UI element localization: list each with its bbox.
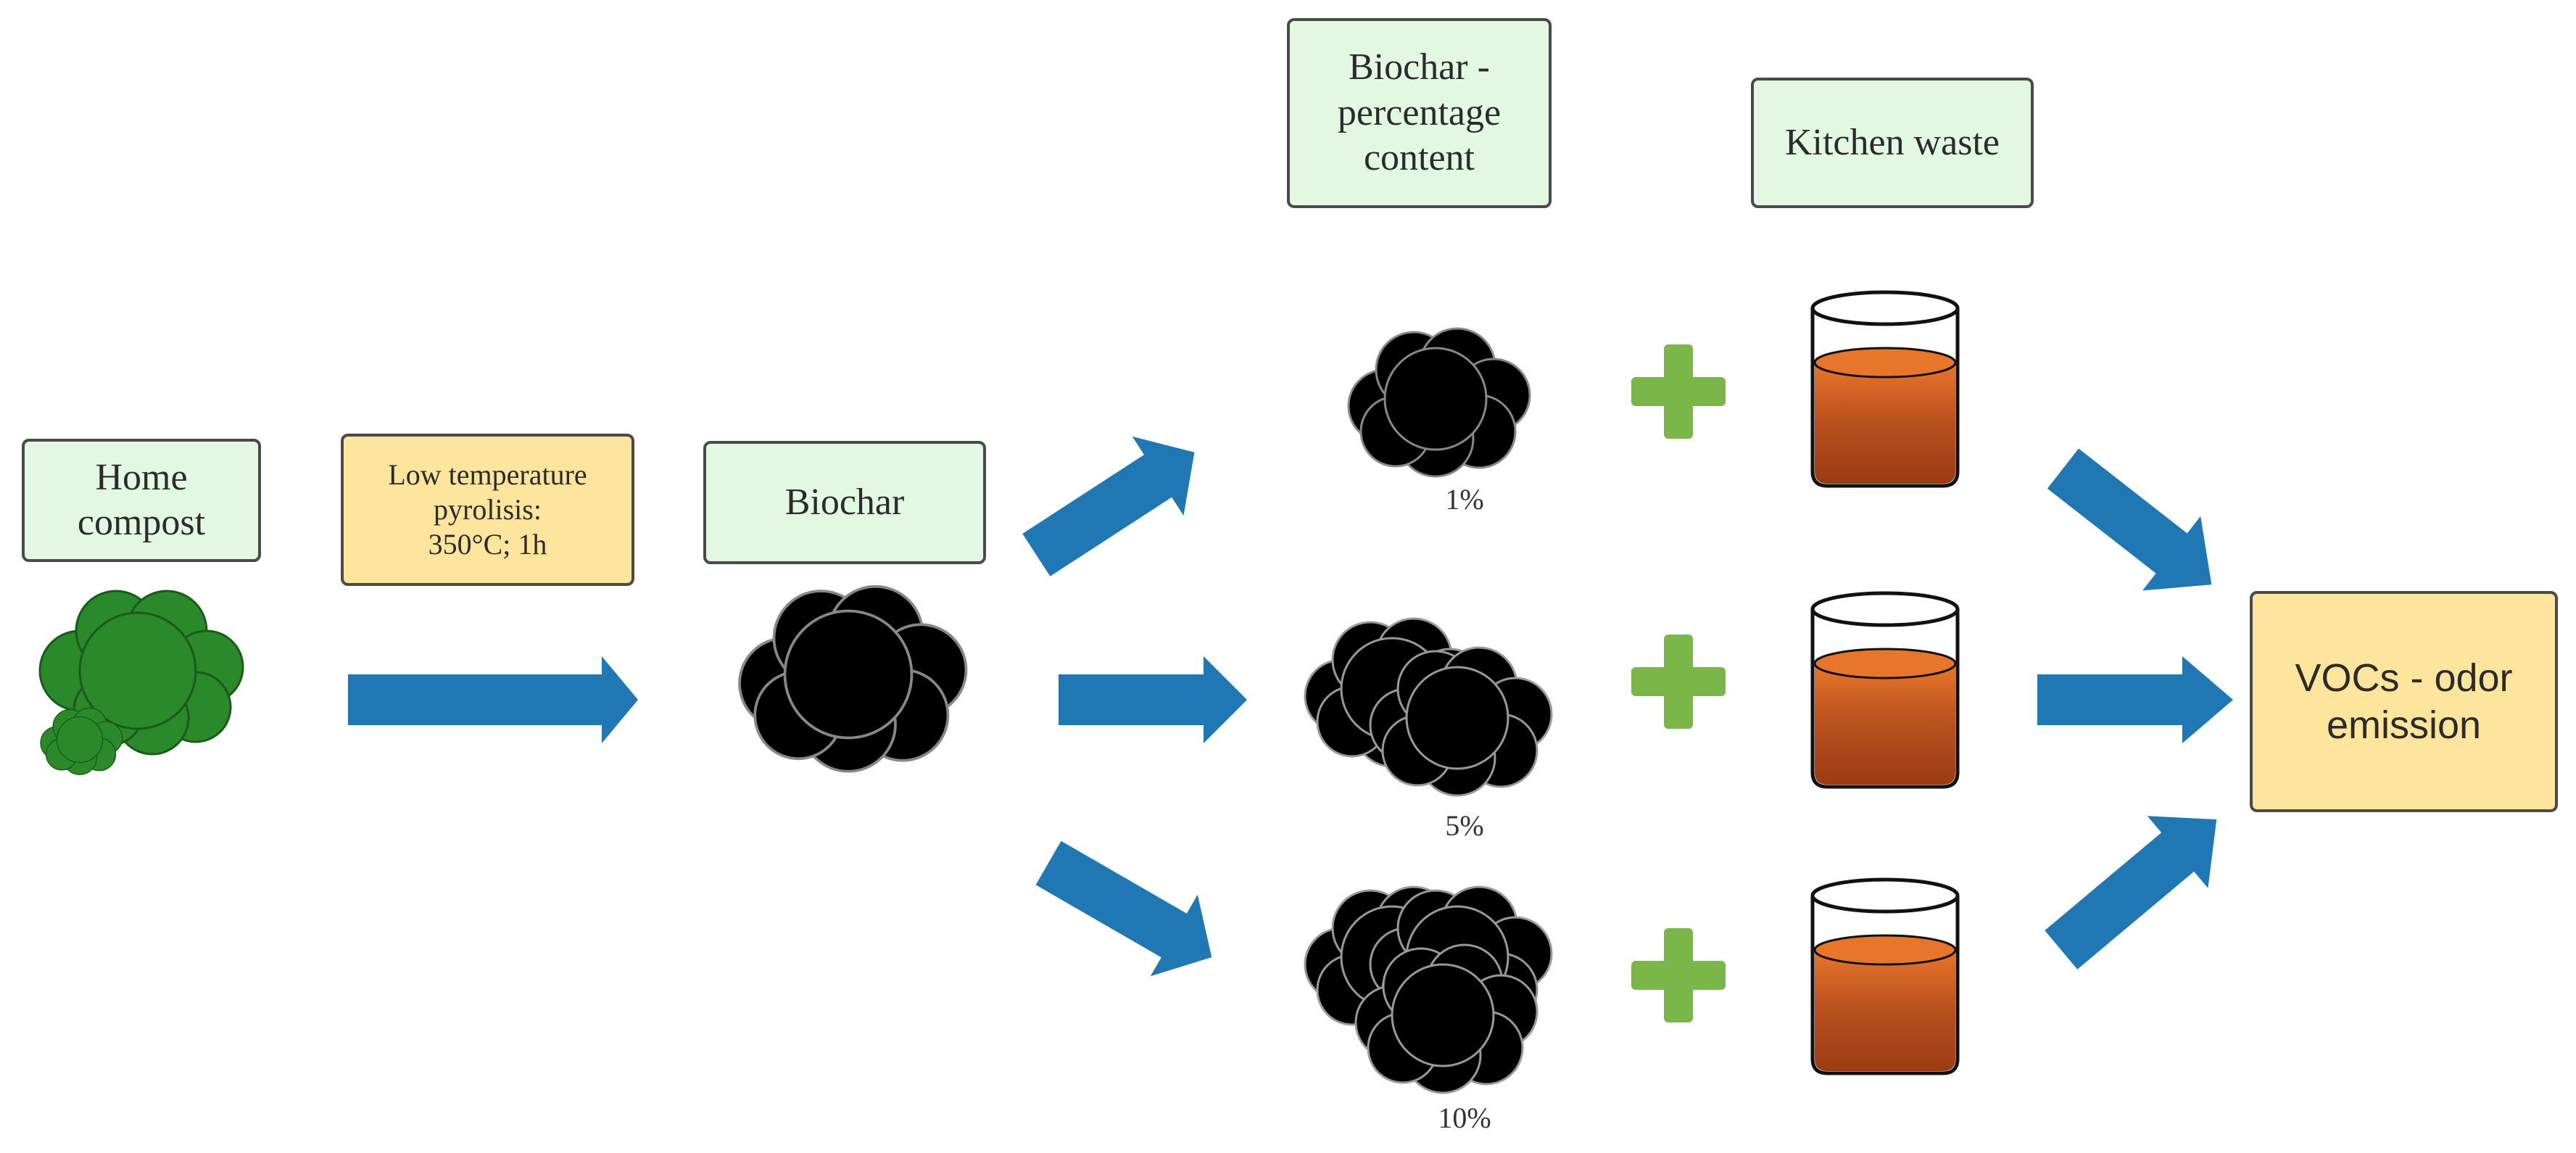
biochar-cloud-icon bbox=[738, 584, 968, 773]
plus-icon bbox=[1631, 344, 1726, 439]
percentage-label-1: 1% bbox=[1445, 483, 1484, 516]
arrow-icon bbox=[2047, 448, 2212, 591]
compost-cloud-icon bbox=[38, 590, 244, 775]
pyrolysis-label: Low temperature pyrolisis: 350°C; 1h bbox=[341, 434, 634, 586]
biochar-cloud-icon bbox=[1304, 617, 1553, 797]
arrow-icon bbox=[2045, 816, 2217, 970]
arrow-icon bbox=[1059, 656, 1247, 743]
arrow-icon bbox=[2037, 656, 2233, 743]
percentage-label-5: 5% bbox=[1445, 809, 1484, 842]
voc-output-label: VOCs - odor emission bbox=[2250, 591, 2558, 812]
biochar-percentage-label: Biochar - percentage content bbox=[1287, 18, 1552, 208]
arrow-icon bbox=[1035, 840, 1212, 977]
plus-icon bbox=[1631, 928, 1726, 1022]
biochar-cloud-icon bbox=[1347, 327, 1531, 478]
plus-icon bbox=[1631, 635, 1726, 729]
arrow-icon bbox=[348, 656, 638, 743]
biochar-cloud-icon bbox=[1304, 885, 1553, 1094]
biochar-label: Biochar bbox=[703, 441, 986, 564]
beaker-icon bbox=[1813, 292, 1958, 486]
percentage-label-10: 10% bbox=[1438, 1102, 1491, 1134]
beaker-icon bbox=[1813, 593, 1958, 787]
kitchen-waste-label: Kitchen waste bbox=[1751, 78, 2034, 208]
home-compost-label: Home compost bbox=[22, 439, 261, 562]
beaker-icon bbox=[1813, 880, 1958, 1073]
arrow-icon bbox=[1022, 436, 1195, 576]
